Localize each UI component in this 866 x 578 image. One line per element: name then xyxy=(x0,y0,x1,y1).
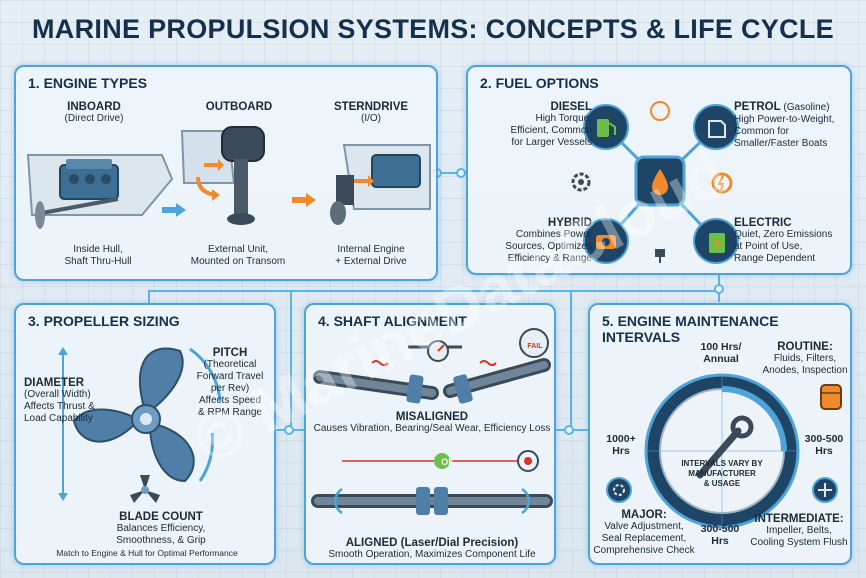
engine-types-panel: 1. ENGINE TYPES INBOARD (Direct Drive) I… xyxy=(14,65,438,281)
bottom-interval: 300-500 Hrs xyxy=(700,523,740,547)
propeller-sizing-title: 3. PROPELLER SIZING xyxy=(28,313,180,329)
connector-wire xyxy=(570,290,572,430)
plug-icon xyxy=(655,249,665,263)
connector-node xyxy=(564,425,574,435)
electric-label: ELECTRIC Quiet, Zero Emissions at Point … xyxy=(734,217,833,264)
oil-filter-icon xyxy=(820,384,842,410)
shaft-alignment-title: 4. SHAFT ALIGNMENT xyxy=(318,313,467,329)
gears-icon xyxy=(606,477,632,503)
diesel-label: DIESEL High Torque, Efficient, Common fo… xyxy=(510,101,592,148)
left-interval: 1000+ Hrs xyxy=(606,433,636,457)
fuel-pump-icon xyxy=(597,119,616,137)
gauge-center-note: INTERVALS VARY BY MANUFACTURER & USAGE xyxy=(681,459,763,488)
connector-node xyxy=(284,425,294,435)
maintenance-gauge xyxy=(644,373,800,529)
petrol-label: PETROL (Gasoline) High Power-to-Weight, … xyxy=(734,101,835,149)
routine-interval: 100 Hrs/ Annual xyxy=(700,341,742,365)
blade-count-label: BLADE COUNT Balances Efficiency, Smoothn… xyxy=(116,511,206,546)
propeller-sizing-panel: 3. PROPELLER SIZING DIAMETER (Overall Wi… xyxy=(14,303,276,565)
maintenance-panel: 5. ENGINE MAINTENANCE INTERVALS 100 Hrs/… xyxy=(588,303,852,565)
arrow-icon xyxy=(162,203,186,217)
shaft-alignment-panel: 4. SHAFT ALIGNMENT FAIL MISALIGNED Cause… xyxy=(304,303,556,565)
misaligned-shaft-illustration xyxy=(313,328,551,404)
hybrid-motor-icon xyxy=(596,235,616,249)
propeller-footer: Match to Engine & Hull for Optimal Perfo… xyxy=(56,548,238,558)
pitch-label: PITCH (Theoretical Forward Travel per Re… xyxy=(196,347,264,418)
power-icon xyxy=(711,172,733,194)
gas-can-icon xyxy=(708,120,726,138)
small-propeller-icon xyxy=(130,475,160,503)
fuel-hub-diagram xyxy=(583,101,739,264)
right-interval: 300-500 Hrs xyxy=(804,433,844,457)
connector-wire xyxy=(148,290,150,304)
ok-badge: OK xyxy=(441,457,455,467)
fail-badge: FAIL xyxy=(527,343,543,350)
major-label: MAJOR: Valve Adjustment, Seal Replacemen… xyxy=(593,509,695,556)
sterndrive-description: Internal Engine + External Drive xyxy=(335,244,407,267)
arrow-icon xyxy=(292,193,316,207)
connector-wire xyxy=(438,172,466,174)
fuel-options-title: 2. FUEL OPTIONS xyxy=(480,75,599,91)
outboard-description: External Unit, Mounted on Transom xyxy=(190,244,286,267)
maintenance-title: 5. ENGINE MAINTENANCE INTERVALS xyxy=(602,313,779,345)
sterndrive-heading: STERNDRIVE (I/O) xyxy=(333,101,409,124)
routine-label: ROUTINE: Fluids, Filters, Anodes, Inspec… xyxy=(762,341,848,376)
propeller-illustration xyxy=(72,347,222,483)
aligned-shaft-illustration xyxy=(311,450,553,515)
inboard-description: Inside Hull, Shaft Thru-Hull xyxy=(64,244,132,267)
inboard-heading: INBOARD (Direct Drive) xyxy=(64,101,124,124)
intermediate-label: INTERMEDIATE: Impeller, Belts, Cooling S… xyxy=(750,513,848,548)
connector-wire xyxy=(290,290,292,430)
diameter-label: DIAMETER (Overall Width) Affects Thrust … xyxy=(24,377,95,424)
belt-icon xyxy=(812,477,838,503)
page-title: MARINE PROPULSION SYSTEMS: CONCEPTS & LI… xyxy=(32,14,834,44)
sterndrive-illustration xyxy=(330,144,431,225)
misaligned-label: MISALIGNED Causes Vibration, Bearing/Sea… xyxy=(313,411,551,434)
outboard-motor-illustration xyxy=(180,126,265,225)
connector-node xyxy=(714,284,724,294)
engine-types-title: 1. ENGINE TYPES xyxy=(28,75,148,91)
outboard-heading: OUTBOARD xyxy=(205,101,273,113)
battery-icon xyxy=(709,233,725,253)
diameter-arrow-icon xyxy=(58,347,68,501)
connector-wire xyxy=(148,290,720,292)
hybrid-label: HYBRID Combines Power Sources, Optimizes… xyxy=(505,217,592,264)
aligned-label: ALIGNED (Laser/Dial Precision) Smooth Op… xyxy=(328,537,536,560)
gear-icon xyxy=(571,172,591,192)
fuel-options-panel: 2. FUEL OPTIONS DIESEL xyxy=(466,65,852,275)
inboard-engine-illustration xyxy=(26,154,174,229)
connector-node xyxy=(456,168,466,178)
